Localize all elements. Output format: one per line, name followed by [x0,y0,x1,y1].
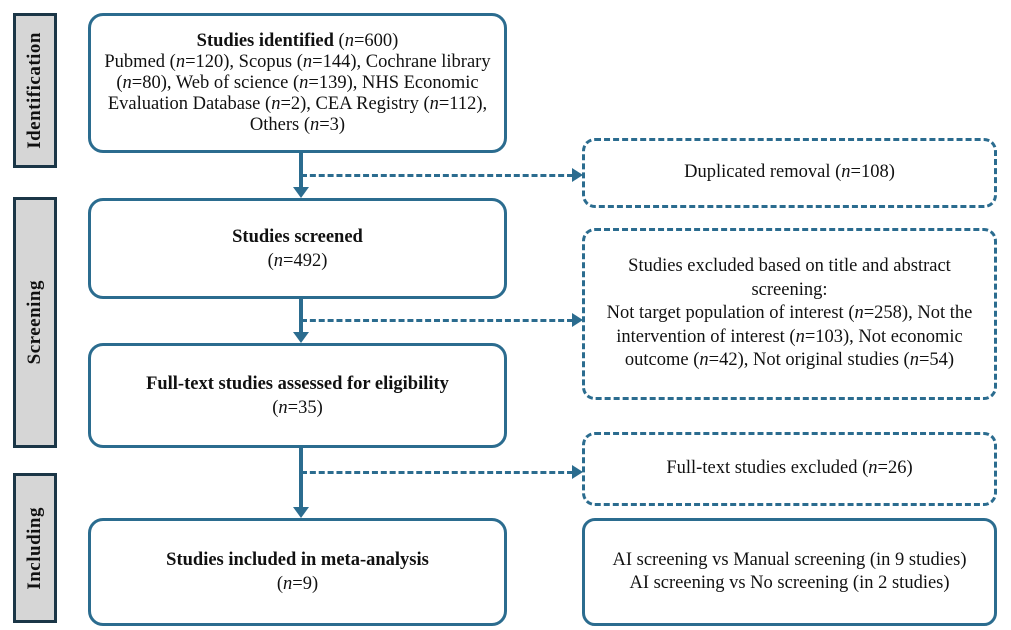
box-fulltext-excluded-text: Full-text studies excluded (n=26) [666,458,913,479]
box-studies-screened: Studies screened (n=492) [88,198,507,299]
arrow-screened-to-fulltext-head [293,332,309,343]
stage-label-screening: Screening [13,197,57,448]
arrow-identified-to-screened-line [299,152,303,189]
box-studies-included-count: (n=9) [276,574,319,594]
dashed-connector-title-abstract-head [572,313,583,327]
box-duplicates-removed-text: Duplicated removal (n=108) [684,162,895,183]
dashed-connector-fulltext-excluded-line [301,470,573,474]
box-studies-screened-title: Studies screened [232,226,363,247]
dashed-connector-title-abstract-line [301,318,573,322]
box-studies-included: Studies included in meta-analysis (n=9) [88,518,507,626]
box-duplicates-removed: Duplicated removal (n=108) [582,138,997,208]
box-comparison-ai-vs-none: AI screening vs No screening (in 2 studi… [629,573,950,593]
arrow-identified-to-screened-head [293,187,309,198]
stage-label-including-text: Including [24,506,45,590]
arrow-screened-to-fulltext-line [299,298,303,334]
box-comparison-groups: AI screening vs Manual screening (in 9 s… [582,518,997,626]
arrow-fulltext-to-included-line [299,448,303,509]
box-studies-screened-count: (n=492) [267,250,328,271]
stage-label-identification: Identification [13,13,57,168]
box-fulltext-excluded: Full-text studies excluded (n=26) [582,432,997,506]
dashed-connector-fulltext-excluded-head [572,465,583,479]
box-studies-identified-title: Studies identified (n=600) [197,31,399,52]
arrow-fulltext-to-included-head [293,507,309,518]
box-fulltext-assessed-title: Full-text studies assessed for eligibili… [146,373,449,394]
box-comparison-ai-vs-manual: AI screening vs Manual screening (in 9 s… [612,549,967,570]
box-title-abstract-excluded-header: Studies excluded based on title and abst… [628,256,951,300]
dashed-connector-duplicates-line [301,173,573,177]
box-studies-identified-title-bold: Studies identified [196,30,334,51]
dashed-connector-duplicates-head [572,168,583,182]
box-studies-included-title: Studies included in meta-analysis [166,550,429,570]
box-studies-identified-title-count: (n=600) [333,30,399,51]
box-studies-identified: Studies identified (n=600) Pubmed (n=120… [88,13,507,153]
box-fulltext-assessed: Full-text studies assessed for eligibili… [88,343,507,448]
box-title-abstract-excluded: Studies excluded based on title and abst… [582,228,997,400]
box-title-abstract-excluded-reasons: Not target population of interest (n=258… [606,303,973,371]
stage-label-identification-text: Identification [24,32,45,149]
box-fulltext-assessed-count: (n=35) [272,397,323,418]
stage-label-screening-text: Screening [24,280,45,365]
box-studies-identified-sources: Pubmed (n=120), Scopus (n=144), Cochrane… [104,51,491,135]
stage-label-including: Including [13,473,57,623]
